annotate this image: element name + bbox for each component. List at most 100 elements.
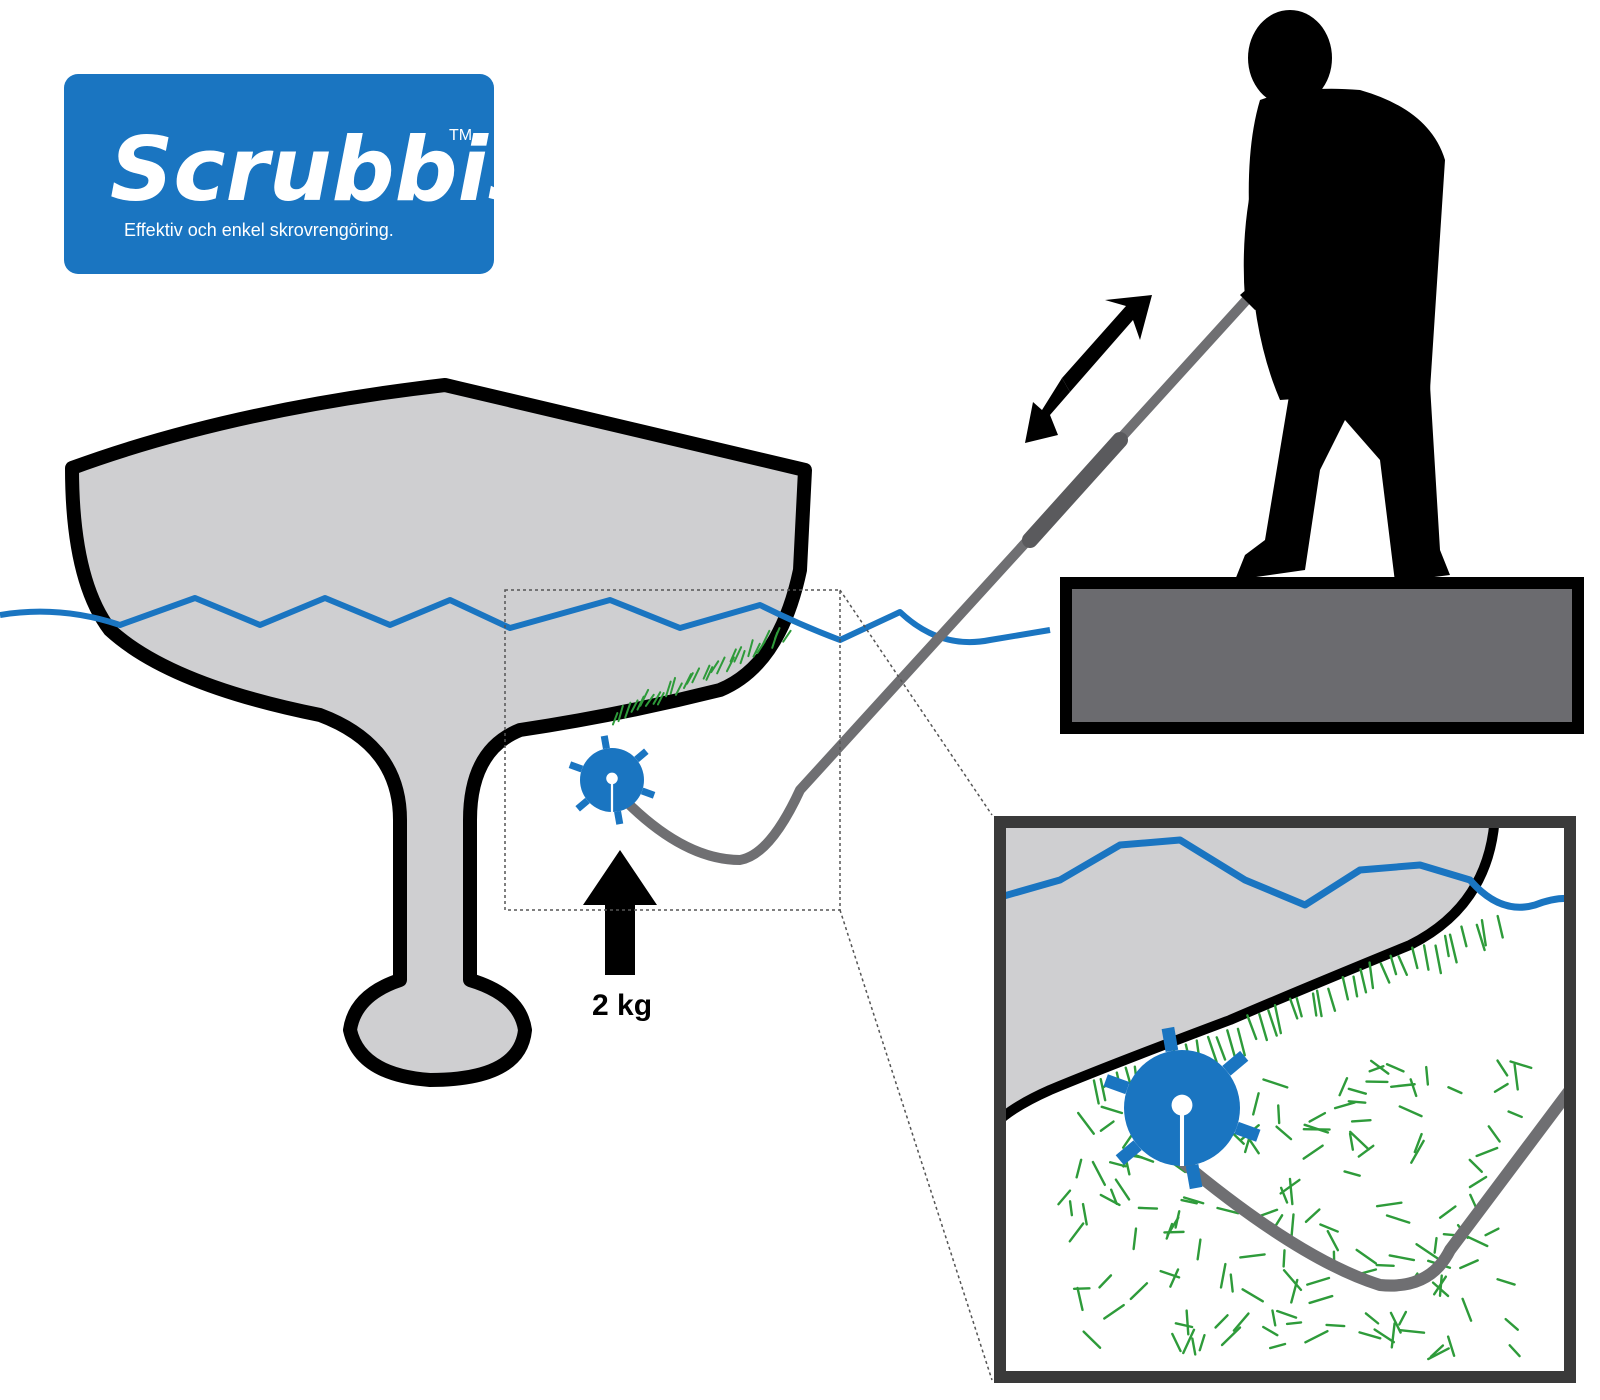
algae-strand — [1277, 1104, 1281, 1125]
algae-strand — [1343, 1170, 1361, 1177]
algae-strand — [716, 656, 726, 675]
inset-hull — [1000, 822, 1500, 1127]
algae-strand — [1389, 1083, 1416, 1088]
inset-brush-icon — [1103, 1026, 1261, 1190]
algae-strand — [725, 656, 735, 673]
algae-strand — [729, 648, 737, 663]
algae-strand — [1137, 1206, 1159, 1210]
brush-bristle — [614, 810, 624, 825]
double-arrow-icon — [1025, 295, 1152, 443]
algae-strand — [1425, 1065, 1430, 1086]
algae-strand — [1068, 1200, 1074, 1217]
algae-strand — [1465, 1235, 1489, 1248]
algae-strand — [1282, 1269, 1303, 1292]
algae-strand — [1114, 1178, 1131, 1201]
algae-strand — [1460, 925, 1468, 948]
algae-strand — [1385, 1214, 1411, 1224]
algae-strand — [1057, 1189, 1072, 1206]
algae-strand — [1432, 1275, 1448, 1296]
algae-strand — [1279, 1186, 1289, 1204]
algae-strand — [1389, 1311, 1402, 1334]
algae-strand — [733, 646, 743, 663]
algae-strand — [1308, 1294, 1334, 1305]
algae-strand — [1496, 1278, 1516, 1286]
algae-strand — [747, 639, 754, 658]
brush-bristle — [634, 748, 649, 763]
dock-platform — [1060, 577, 1584, 734]
pole-grip — [1022, 432, 1128, 548]
algae-strand — [1174, 1322, 1194, 1329]
algae-strand — [1398, 1105, 1423, 1118]
algae-strand — [1352, 975, 1359, 998]
algae-strand — [1132, 1227, 1138, 1251]
algae-strand — [1319, 1223, 1339, 1233]
logo-trademark: TM — [449, 127, 472, 144]
algae-strand — [674, 682, 683, 696]
algae-strand — [1413, 1132, 1423, 1154]
person-silhouette-icon — [1235, 10, 1450, 582]
algae-strand — [1507, 1110, 1523, 1119]
brush-bristle — [1222, 1050, 1249, 1076]
algae-strand — [1275, 1125, 1293, 1141]
algae-strand — [617, 704, 624, 723]
algae-strand — [1076, 1286, 1084, 1312]
algae-strand — [1273, 1004, 1283, 1035]
algae-strand — [1429, 1344, 1445, 1358]
algae-strand — [1198, 1333, 1206, 1352]
algae-strand — [630, 699, 639, 713]
brush-bristle — [1115, 1140, 1142, 1166]
algae-strand — [1350, 1119, 1372, 1123]
algae-strand — [1171, 1332, 1182, 1353]
algae-strand — [1388, 1254, 1416, 1262]
algae-strand — [1288, 1177, 1294, 1206]
algae-strand — [1191, 1337, 1197, 1356]
algae-strand — [652, 691, 662, 705]
algae-strand — [1206, 1035, 1218, 1064]
algae-strand — [1230, 1131, 1245, 1145]
algae-strand — [1325, 1323, 1346, 1328]
algae-strand — [710, 660, 720, 674]
algae-strand — [1219, 1262, 1227, 1289]
algae-strand — [1410, 1139, 1425, 1164]
algae-strand — [611, 712, 619, 726]
zoom-region-box — [504, 589, 841, 911]
algae-strand — [1226, 1029, 1237, 1059]
algae-strand — [1327, 987, 1337, 1012]
algae-strand — [1252, 1092, 1260, 1116]
algae-strand — [1459, 1259, 1479, 1270]
algae-strand — [1288, 997, 1299, 1020]
brush-bristle — [640, 787, 656, 799]
algae-strand — [1398, 1328, 1426, 1334]
algae-strand — [1285, 1321, 1303, 1326]
brush-bristle — [1234, 1121, 1261, 1142]
brush-bristle — [1161, 1026, 1179, 1052]
algae-strand — [1182, 1328, 1196, 1355]
algae-strand — [624, 701, 632, 719]
algae-strand — [1308, 1111, 1327, 1123]
algae-strand — [1326, 1229, 1340, 1252]
algae-strand — [761, 629, 771, 647]
brush-bristle — [1103, 1074, 1130, 1095]
algae-strand — [1513, 1063, 1519, 1091]
arrow-up-icon — [583, 850, 657, 975]
algae-strand — [752, 642, 761, 658]
algae-strand — [1129, 1282, 1149, 1301]
algae-strand — [1397, 955, 1409, 977]
algae-on-hull — [611, 627, 792, 726]
rotating-brush-icon — [568, 735, 656, 825]
algae-strand — [639, 688, 650, 707]
algae-strand — [1375, 1263, 1395, 1268]
algae-strand — [1258, 1012, 1269, 1042]
algae-strand — [1282, 1249, 1286, 1268]
scrubber-pole — [610, 170, 1365, 865]
algae-strand — [739, 650, 746, 665]
algae-strand — [1373, 1328, 1396, 1344]
algae-strand — [1364, 1312, 1380, 1325]
zoom-inset — [994, 816, 1576, 1383]
algae-strand — [1333, 1101, 1356, 1110]
algae-strand — [1359, 967, 1368, 994]
algae-strand — [1422, 944, 1430, 971]
algae-strand — [686, 672, 694, 685]
logo-brand-text: Scrubbis — [110, 118, 540, 221]
algae-strand — [1368, 1064, 1385, 1073]
